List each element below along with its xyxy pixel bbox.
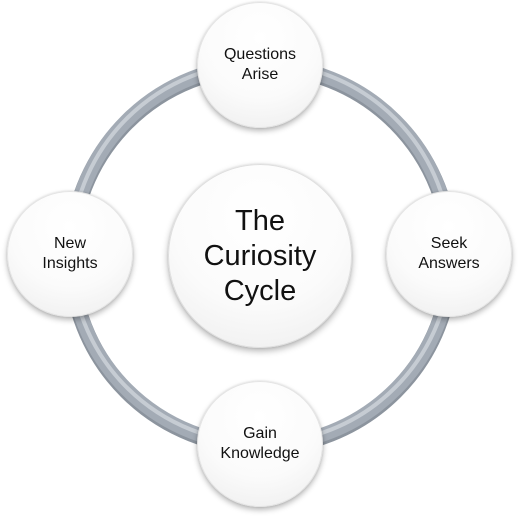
node-new-insights: New Insights [7, 191, 133, 317]
center-node: The Curiosity Cycle [168, 164, 352, 348]
node-questions-arise: Questions Arise [197, 2, 323, 128]
node-seek-answers: Seek Answers [386, 191, 512, 317]
diagram-title: The Curiosity Cycle [203, 204, 317, 307]
node-questions-arise-label: Questions Arise [223, 46, 297, 83]
node-gain-knowledge: Gain Knowledge [197, 381, 323, 507]
node-gain-knowledge-label: Gain Knowledge [220, 425, 300, 462]
node-new-insights-label: New Insights [42, 235, 98, 272]
node-seek-answers-label: Seek Answers [418, 235, 480, 272]
